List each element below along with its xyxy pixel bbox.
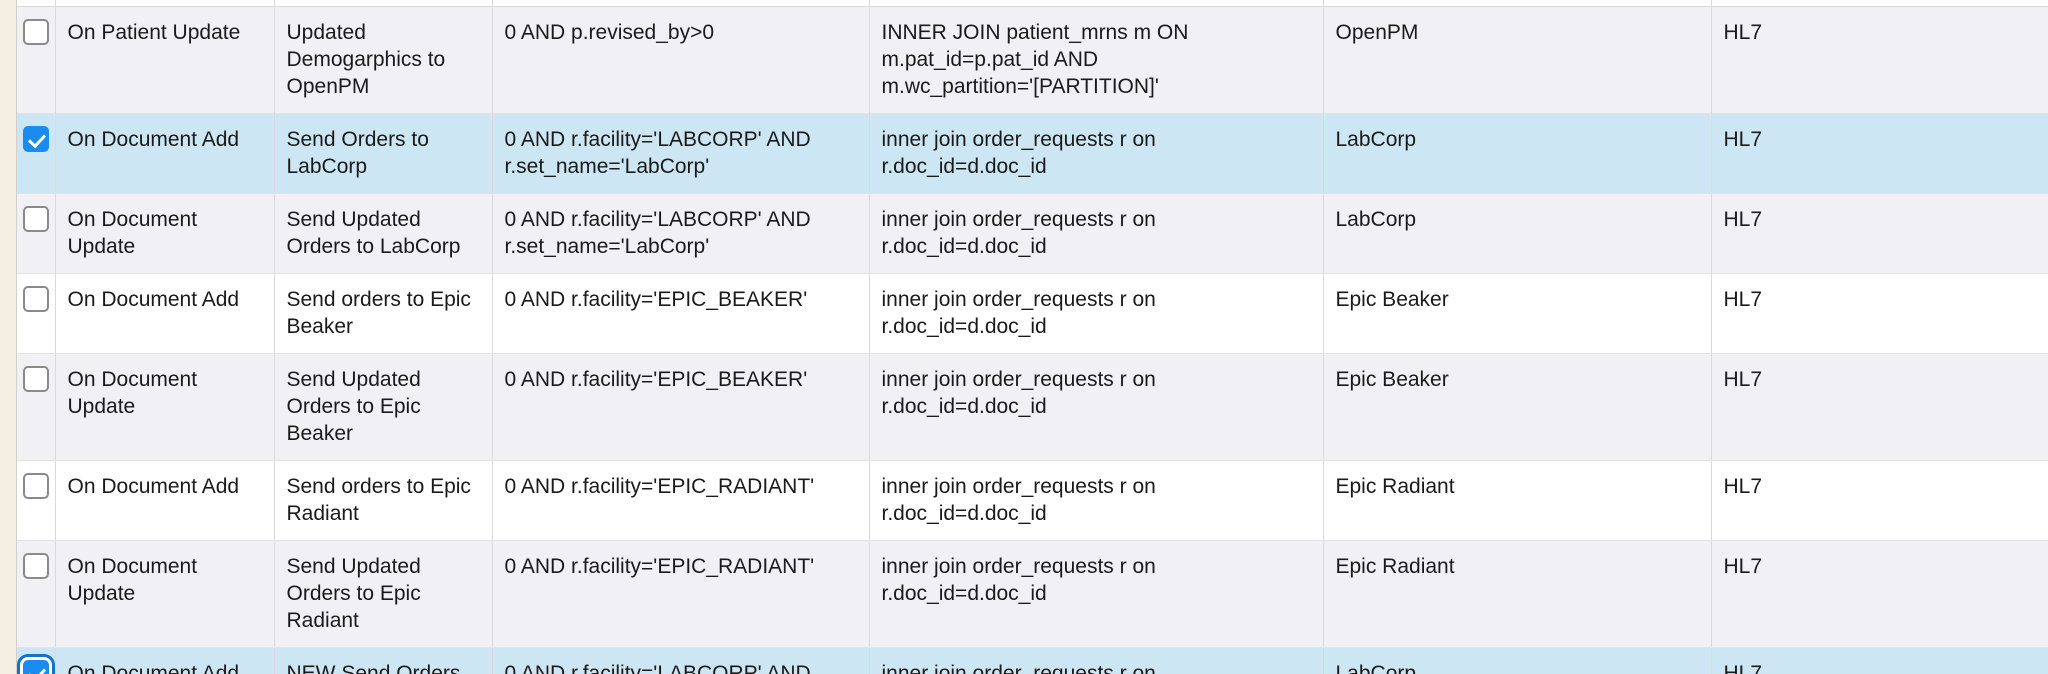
checkbox-unchecked-icon[interactable] [22,18,49,45]
row-select-cell[interactable] [17,113,56,194]
cell-event[interactable]: On Patient Update [55,6,275,114]
cell-event[interactable]: On Document Add [55,113,275,194]
header-join[interactable] [869,0,1324,7]
cell-format[interactable]: HL7 [1711,113,2048,194]
cell-condition[interactable]: 0 AND r.facility='EPIC_RADIANT' [492,460,870,541]
header-event[interactable] [55,0,275,7]
cell-condition[interactable]: 0 AND r.facility='LABCORP' AND r.set_nam… [492,647,870,674]
cell-condition[interactable]: 0 AND r.facility='EPIC_BEAKER' [492,273,870,354]
cell-condition[interactable]: 0 AND p.revised_by>0 [492,6,870,114]
cell-event[interactable]: On Document Update [55,353,275,461]
left-gutter [0,0,17,674]
cell-destination[interactable]: Epic Radiant [1323,540,1712,648]
row-select-cell[interactable] [17,6,56,114]
cell-destination[interactable]: OpenPM [1323,6,1712,114]
cell-join[interactable]: inner join order_requests r on r.doc_id=… [869,113,1324,194]
cell-event[interactable]: On Document Add [55,460,275,541]
cell-event[interactable]: On Document Add [55,273,275,354]
header-destination[interactable] [1323,0,1712,7]
cell-format[interactable]: HL7 [1711,353,2048,461]
cell-join[interactable]: inner join order_requests r on r.doc_id=… [869,353,1324,461]
checkbox-unchecked-icon[interactable] [22,285,49,312]
row-select-cell[interactable] [17,460,56,541]
cell-format[interactable]: HL7 [1711,460,2048,541]
checkbox-unchecked-icon[interactable] [22,365,49,392]
cell-name[interactable]: Updated Demogarphics to OpenPM [274,6,493,114]
checkbox-unchecked-icon[interactable] [22,472,49,499]
cell-destination[interactable]: Epic Beaker [1323,273,1712,354]
cell-name[interactable]: NEW Send Orders to LabCorp [274,647,493,674]
checkbox-unchecked-icon[interactable] [22,552,49,579]
cell-join[interactable]: INNER JOIN patient_mrns m ON m.pat_id=p.… [869,6,1324,114]
checkbox-checked-icon[interactable] [22,659,49,674]
cell-name[interactable]: Send Updated Orders to Epic Radiant [274,540,493,648]
cell-condition[interactable]: 0 AND r.facility='LABCORP' AND r.set_nam… [492,193,870,274]
header-format[interactable] [1711,0,2048,7]
header-name[interactable] [274,0,493,7]
cell-format[interactable]: HL7 [1711,540,2048,648]
cell-destination[interactable]: Epic Radiant [1323,460,1712,541]
cell-destination[interactable]: LabCorp [1323,113,1712,194]
cell-join[interactable]: inner join order_requests r on r.doc_id=… [869,273,1324,354]
row-select-cell[interactable] [17,540,56,648]
checkbox-checked-icon[interactable] [22,125,49,152]
cell-condition[interactable]: 0 AND r.facility='EPIC_RADIANT' [492,540,870,648]
cell-format[interactable]: HL7 [1711,193,2048,274]
cell-join[interactable]: inner join order_requests r on r.doc_id=… [869,540,1324,648]
cell-condition[interactable]: 0 AND r.facility='LABCORP' AND r.set_nam… [492,113,870,194]
cell-format[interactable]: HL7 [1711,273,2048,354]
cell-join[interactable]: inner join order_requests r on r.doc_id=… [869,647,1324,674]
row-select-cell[interactable] [17,647,56,674]
cell-destination[interactable]: Epic Beaker [1323,353,1712,461]
checkbox-unchecked-icon[interactable] [22,205,49,232]
cell-name[interactable]: Send orders to Epic Radiant [274,460,493,541]
table-header-row [17,0,2048,7]
cell-format[interactable]: HL7 [1711,6,2048,114]
row-select-cell[interactable] [17,353,56,461]
row-select-cell[interactable] [17,273,56,354]
cell-format[interactable]: HL7 [1711,647,2048,674]
header-select[interactable] [17,0,56,7]
header-condition[interactable] [492,0,870,7]
cell-name[interactable]: Send Orders to LabCorp [274,113,493,194]
cell-condition[interactable]: 0 AND r.facility='EPIC_BEAKER' [492,353,870,461]
cell-join[interactable]: inner join order_requests r on r.doc_id=… [869,460,1324,541]
cell-event[interactable]: On Document Add [55,647,275,674]
cell-event[interactable]: On Document Update [55,540,275,648]
cell-name[interactable]: Send Updated Orders to LabCorp [274,193,493,274]
row-select-cell[interactable] [17,193,56,274]
cell-name[interactable]: Send Updated Orders to Epic Beaker [274,353,493,461]
cell-join[interactable]: inner join order_requests r on r.doc_id=… [869,193,1324,274]
cell-destination[interactable]: LabCorp [1323,647,1712,674]
table-header [17,0,2048,7]
cell-destination[interactable]: LabCorp [1323,193,1712,274]
cell-event[interactable]: On Document Update [55,193,275,274]
cell-name[interactable]: Send orders to Epic Beaker [274,273,493,354]
